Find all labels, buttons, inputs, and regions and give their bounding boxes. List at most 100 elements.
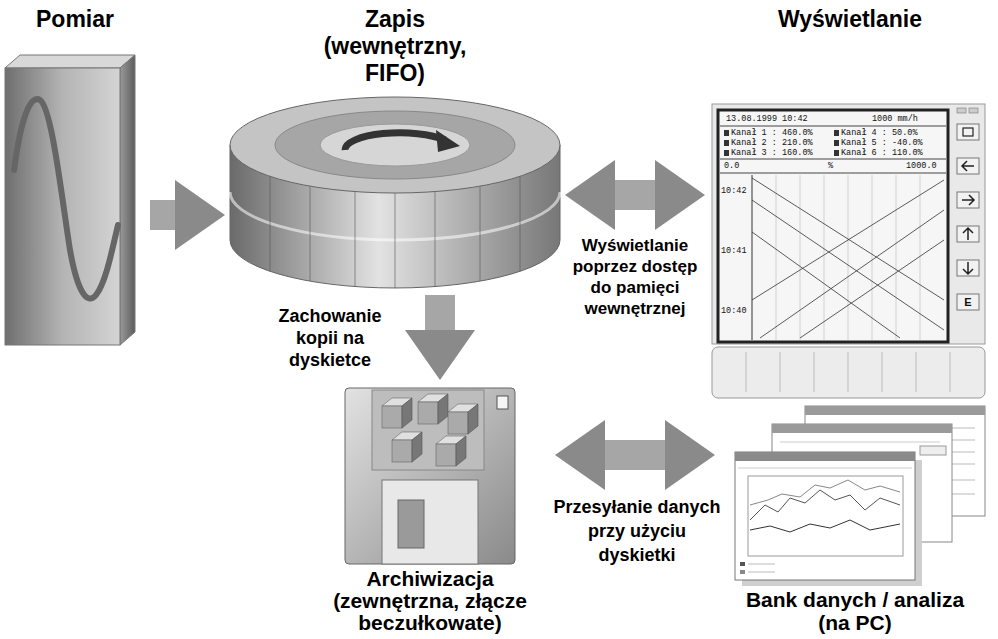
flow-arrow — [150, 200, 195, 230]
recorder-device-part — [957, 124, 979, 140]
pc-screenshots-part — [780, 442, 940, 443]
key-label: E — [957, 294, 979, 310]
screen-text: 0.0 — [724, 161, 739, 171]
fifo-ring-part — [520, 176, 521, 271]
pc-screenshots-part — [748, 476, 903, 556]
floppy-disk-part — [372, 390, 484, 470]
screen-text: Kanał 5 : -40.0% — [841, 138, 923, 148]
floppy-disk-part — [436, 436, 466, 466]
recorder-device-part — [957, 158, 979, 174]
screen-text: 10:42 — [721, 186, 747, 196]
pc-screenshots-part — [920, 446, 946, 455]
pc-screenshots-part — [738, 468, 912, 469]
recorder-display: Wyświetlanie — [705, 0, 995, 400]
recorder-device-part — [814, 352, 815, 392]
recorder-device-part — [718, 110, 948, 342]
flow-label: Przesyłanie danych przy użyciu dyskietki — [549, 495, 725, 567]
recorder-device-part — [724, 150, 729, 156]
screen-text: Kanał 1 : 460.0% — [731, 128, 813, 138]
fifo-ring-part — [345, 133, 445, 150]
stage-heading: Wyświetlanie — [778, 6, 922, 33]
flow-arrow — [595, 180, 675, 210]
stage-heading: Pomiar — [36, 6, 114, 33]
recorder-device-part — [957, 192, 979, 208]
pc-screenshots-part — [740, 562, 745, 566]
fifo-ring-part — [270, 176, 271, 271]
screen-text: Kanał 6 : 110.0% — [841, 148, 923, 158]
recorder-device-part — [752, 180, 944, 300]
floppy-disk-part — [418, 394, 448, 424]
recorder-device-part — [720, 159, 946, 160]
fifo-ring-part — [480, 186, 481, 281]
recorder-device-part — [800, 240, 944, 338]
floppy-disk-part — [448, 404, 478, 434]
recorder-device-part — [752, 200, 944, 330]
recorder-device-part — [882, 352, 883, 392]
pc-screenshots-part — [750, 480, 900, 505]
recorder-device-part — [720, 173, 946, 174]
pc-screenshots-part — [772, 424, 952, 433]
recorder-device-part — [724, 130, 729, 136]
floppy-archive: Archiwizacja (zewnętrzna, złącze beczułk… — [305, 380, 555, 639]
floppy-disk — [345, 388, 515, 564]
pc-screenshots-part — [735, 452, 915, 580]
recorder-device-part — [962, 161, 974, 171]
recorder-device-part — [746, 352, 747, 392]
screen-text: 10:41 — [721, 246, 747, 256]
measurement-block-part — [120, 55, 135, 345]
recorder-device-part — [720, 126, 946, 127]
floppy-disk-part — [497, 396, 508, 409]
screen-text: 10:40 — [721, 306, 747, 316]
pc-database: Bank danych / analiza (na PC) — [715, 402, 995, 639]
fifo-ring-part — [355, 192, 356, 287]
recorder-device-part — [848, 352, 849, 392]
recorder-device-part — [920, 175, 921, 340]
fifo-ring-part — [275, 111, 515, 179]
recorder-device-part — [752, 175, 753, 340]
recorder-device-part — [800, 175, 801, 340]
screen-text: Kanał 4 : 50.0% — [841, 128, 918, 138]
recorder-device-part — [834, 140, 839, 146]
recorder-device — [712, 104, 985, 398]
recorder-device-part — [724, 140, 729, 146]
recorder-device-part — [963, 128, 973, 136]
pc-screenshots-part — [748, 564, 775, 565]
recorder-device-part — [963, 228, 973, 240]
pc-screenshots-part — [748, 572, 775, 573]
pc-screenshots-part — [750, 490, 900, 520]
recorder-device-part — [963, 262, 973, 274]
screen-text: Kanał 3 : 160.0% — [731, 148, 813, 158]
screen-text: % — [828, 161, 833, 171]
recorder-device-part — [957, 226, 979, 242]
recorder-device-part — [752, 178, 944, 300]
stage-heading: Bank danych / analiza (na PC) — [730, 588, 980, 634]
pc-screenshots-part — [735, 452, 915, 461]
recorder-device-part — [776, 175, 777, 340]
stage-heading: Zapis (wewnętrzny, FIFO) — [300, 6, 490, 87]
floppy-disk-part — [398, 500, 424, 548]
floppy-disk-part — [382, 398, 412, 428]
fifo-ring — [230, 97, 560, 288]
pc-screenshots-part — [805, 406, 985, 415]
screen-text: 1000.0 — [906, 161, 937, 171]
measurement-block-part — [5, 55, 135, 68]
measurement-block-part — [14, 99, 118, 298]
recorder-device-part — [962, 195, 974, 205]
recorder-device-part — [834, 130, 839, 136]
recorder-device-part — [834, 150, 839, 156]
floppy-disk-part — [392, 432, 422, 462]
screen-text: 13.08.1999 10:42 — [726, 114, 808, 124]
screen-text: 1000 mm/h — [872, 114, 918, 124]
fifo-ring-part — [230, 97, 560, 193]
recorder-device-part — [950, 352, 951, 392]
connector-group — [150, 195, 685, 455]
fifo-memory: Zapis (wewnętrzny, FIFO) — [225, 0, 565, 295]
recorder-device-part — [760, 210, 944, 338]
recorder-device-part — [969, 108, 978, 113]
pc-screenshots-part — [750, 520, 900, 532]
recorder-device-part — [957, 108, 966, 113]
recorder-device-part — [872, 175, 873, 340]
